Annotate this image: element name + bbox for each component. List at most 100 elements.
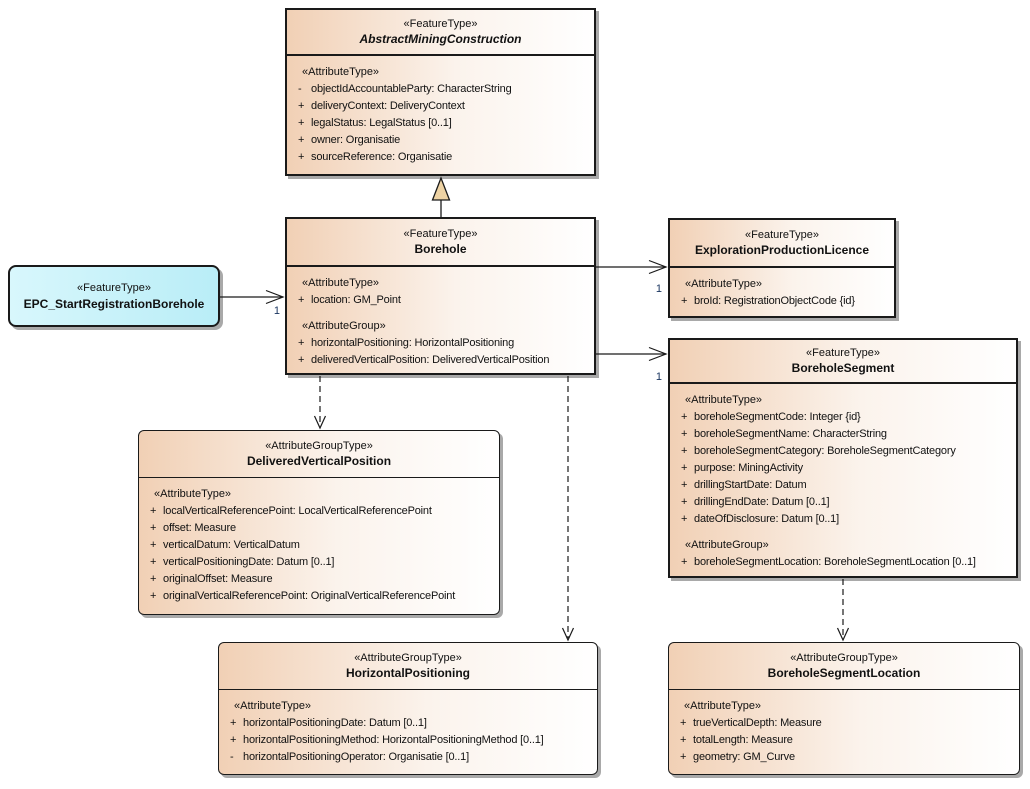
attribute-text: location: GM_Point [311,294,401,306]
attribute-row: + broId: RegistrationObjectCode {id} [673,293,891,310]
stereotype-label: «AttributeGroupType» [354,652,462,664]
attribute-row: + location: GM_Point [290,292,591,309]
visibility: - [298,83,302,95]
visibility: + [150,505,157,517]
class-epc-start-registration-borehole[interactable]: «FeatureType» EPC_StartRegistrationBoreh… [8,265,220,327]
section-label: «AttributeType» [302,277,380,289]
dependency-borehole-to-horizontal-positioning[interactable] [561,376,575,642]
stereotype-label: «FeatureType» [806,347,880,359]
class-header: «AttributeGroupType» BoreholeSegmentLoca… [669,643,1019,690]
visibility: + [150,573,157,585]
class-header: «FeatureType» BoreholeSegment [670,340,1016,384]
visibility: + [681,445,688,457]
class-borehole[interactable]: «FeatureType» Borehole «AttributeType» +… [285,217,596,375]
class-header: «AttributeGroupType» HorizontalPositioni… [219,643,597,690]
visibility: - [230,751,234,763]
attribute-text: objectIdAccountableParty: CharacterStrin… [311,83,512,95]
visibility: + [680,751,687,763]
visibility: + [681,479,688,491]
association-borehole-to-exploration-production-licence[interactable]: 1 [596,259,668,296]
section-label: «AttributeType» [154,488,232,500]
generalization-arrow-borehole-to-abstract[interactable] [431,176,451,217]
class-borehole-segment[interactable]: «FeatureType» BoreholeSegment «Attribute… [668,338,1018,578]
attribute-row: +verticalDatum: VerticalDatum [142,537,496,554]
attribute-row: +originalVerticalReferencePoint: Origina… [142,588,496,605]
attribute-row: + sourceReference: Organisatie [290,149,591,166]
attribute-row: + drillingStartDate: Datum [673,477,1013,494]
attribute-row: +offset: Measure [142,520,496,537]
visibility: + [230,734,237,746]
class-attributes: «AttributeType» +trueVerticalDepth: Meas… [669,690,1019,770]
open-arrowhead-icon [313,415,327,430]
class-exploration-production-licence[interactable]: «FeatureType» ExplorationProductionLicen… [668,218,896,318]
attribute-text: drillingStartDate: Datum [694,479,807,491]
open-arrowhead-icon [265,289,285,305]
attribute-text: boreholeSegmentCategory: BoreholeSegment… [694,445,956,457]
class-name: BoreholeSegmentLocation [767,666,921,680]
attribute-row: +deliveryContext: DeliveryContext [290,98,591,115]
attribute-row: -objectIdAccountableParty: CharacterStri… [290,81,591,98]
attribute-text: deliveryContext: DeliveryContext [311,100,465,112]
attribute-text: broId: RegistrationObjectCode {id} [694,295,855,307]
attribute-text: owner: Organisatie [311,134,401,146]
multiplicity-label: 1 [274,305,280,317]
attribute-text: sourceReference: Organisatie [311,151,453,163]
section-label: «AttributeType» [302,66,380,78]
stereotype-label: «FeatureType» [403,228,478,240]
visibility: + [298,337,305,349]
attribute-row: +boreholeSegmentName: CharacterString [673,426,1013,443]
open-arrowhead-icon [561,627,575,642]
attribute-row: +legalStatus: LegalStatus [0..1] [290,115,591,132]
visibility: + [681,513,688,525]
class-header: «FeatureType» AbstractMiningConstruction [287,10,594,56]
attribute-text: dateOfDisclosure: Datum [0..1] [694,513,839,525]
attribute-text: boreholeSegmentCode: Integer {id} [694,411,861,423]
class-attributes: «AttributeType» + boreholeSegmentCode: In… [670,384,1016,575]
attribute-row: +totalLength: Measure [672,732,1016,749]
class-abstract-mining-construction[interactable]: «FeatureType» AbstractMiningConstruction… [285,8,596,176]
attribute-row: +horizontalPositioningDate: Datum [0..1] [222,715,594,732]
attribute-text: deliveredVerticalPosition: DeliveredVert… [311,354,550,366]
class-attributes: «AttributeType» + localVerticalReferenceP… [139,478,499,609]
section-label: «AttributeType» [234,700,312,712]
class-borehole-segment-location[interactable]: «AttributeGroupType» BoreholeSegmentLoca… [668,642,1020,775]
visibility: + [681,295,688,307]
association-borehole-to-borehole-segment[interactable]: 1 [596,346,668,384]
stereotype-label: «FeatureType» [403,18,478,30]
visibility: + [298,151,305,163]
class-name: AbstractMiningConstruction [359,32,522,46]
class-horizontal-positioning[interactable]: «AttributeGroupType» HorizontalPositioni… [218,642,598,775]
open-arrowhead-icon [648,259,668,275]
dependency-borehole-segment-to-borehole-segment-location[interactable] [836,579,850,642]
section-label: «AttributeType» [685,278,763,290]
class-attributes: «AttributeType» +horizontalPositioningDa… [219,690,597,770]
class-delivered-vertical-position[interactable]: «AttributeGroupType» DeliveredVerticalPo… [138,430,500,615]
generalization-triangle-icon [431,176,451,201]
stereotype-label: «FeatureType» [745,229,819,241]
attribute-text: geometry: GM_Curve [693,751,795,763]
attribute-text: horizontalPositioningDate: Datum [0..1] [243,717,427,729]
section-label: «AttributeType» [685,394,763,406]
class-attributes: «AttributeType» + broId: RegistrationObje… [670,268,894,314]
open-arrowhead-icon [836,627,850,642]
visibility: + [681,462,688,474]
attribute-row: +drillingEndDate: Datum [0..1] [673,494,1013,511]
association-epc-to-borehole[interactable]: 1 [220,289,285,318]
attribute-row: +originalOffset: Measure [142,571,496,588]
attribute-text: horizontalPositioningMethod: HorizontalP… [243,734,544,746]
class-name: BoreholeSegment [791,361,895,375]
attribute-text: verticalPositioningDate: Datum [0..1] [163,556,335,568]
attribute-text: boreholeSegmentName: CharacterString [694,428,887,440]
class-attributes: «AttributeType» +location: GM_Point «Att… [287,267,594,373]
visibility: + [298,294,305,306]
dependency-borehole-to-delivered-vertical-position[interactable] [313,376,327,430]
attribute-text: localVerticalReferencePoint: LocalVertic… [163,505,432,517]
visibility: + [298,134,305,146]
attribute-text: offset: Measure [163,522,236,534]
class-name: Borehole [414,242,467,256]
section-label: «AttributeType» [684,700,762,712]
visibility: + [680,734,687,746]
class-name: EPC_StartRegistrationBorehole [23,296,205,311]
attribute-text: originalVerticalReferencePoint: Original… [163,590,456,602]
